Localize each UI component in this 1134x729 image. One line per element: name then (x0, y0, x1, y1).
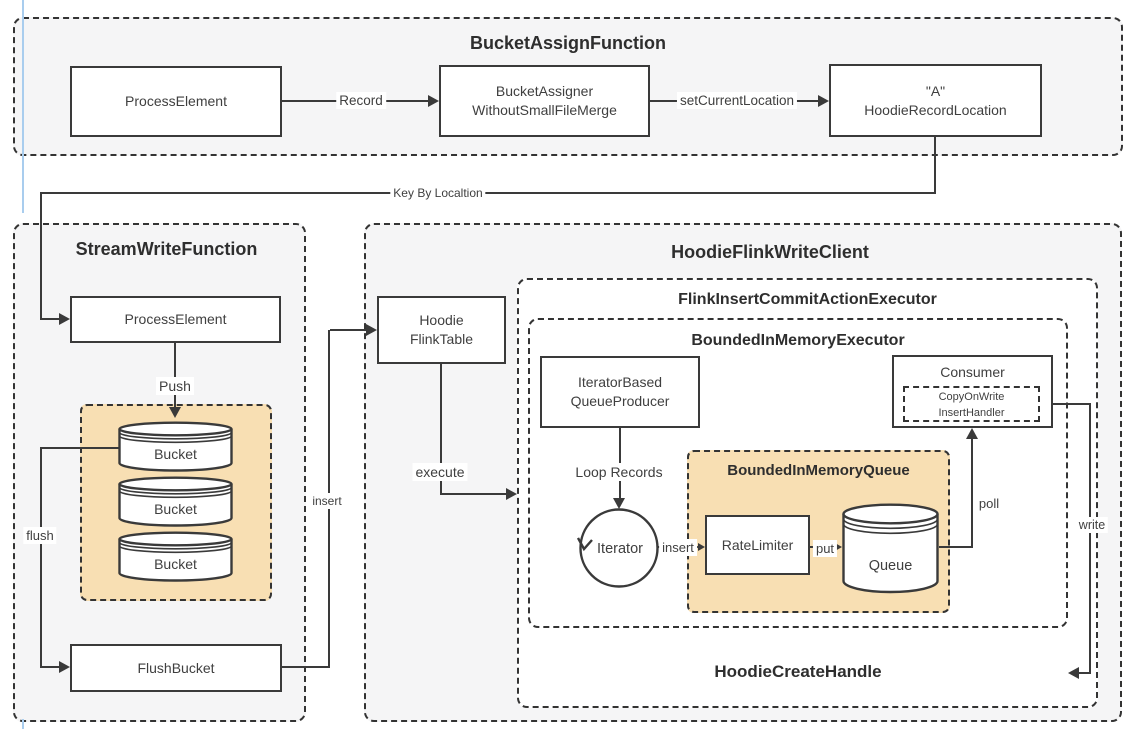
edge-flush-line-h1 (41, 447, 119, 449)
flush-bucket-label: FlushBucket (137, 659, 215, 676)
edge-keyby-line-v1 (934, 137, 936, 194)
edge-poll-line-v (971, 437, 973, 548)
edge-looprecords-label: Loop Records (572, 463, 666, 481)
queue-label: Queue (869, 558, 913, 574)
hoodie-record-location-box: "A" HoodieRecordLocation (829, 64, 1042, 137)
record-location-line2: HoodieRecordLocation (864, 101, 1007, 118)
process-element-label: ProcessElement (124, 311, 227, 328)
copy-on-write-insert-handler-box: CopyOnWrite InsertHandler (903, 386, 1040, 422)
bucket-assigner-line1: BucketAssigner (495, 83, 594, 100)
edge-keyby-line-h1 (40, 192, 936, 194)
handler-line1: CopyOnWrite (938, 391, 1005, 403)
edge-write-line-h2 (1078, 672, 1091, 674)
rate-limiter-label: RateLimiter (721, 536, 794, 553)
handler-line2: InsertHandler (938, 406, 1005, 419)
hoodie-create-handle-title: HoodieCreateHandle (714, 662, 882, 681)
flush-bucket-box: FlushBucket (70, 644, 282, 692)
edge-flush-label: flush (23, 527, 57, 544)
flink-table-line1: Hoodie (419, 312, 464, 329)
queue-cylinder: Queue (842, 503, 939, 600)
edge-keyby-line-h2 (42, 318, 59, 320)
edge-insert-line-h2 (330, 329, 366, 331)
queue-producer-line1: IteratorBased (577, 374, 663, 391)
edge-execute-line-v (440, 364, 442, 495)
edge-push-arrow (169, 407, 181, 418)
edge-flush-line-v (40, 447, 42, 668)
guide-line-tick (22, 719, 24, 729)
flink-table-line2: FlinkTable (409, 331, 474, 347)
bucket-assign-function-title: BucketAssignFunction (469, 33, 666, 53)
edge-poll-line-h (939, 546, 973, 548)
edge-insertqueue-label: insert (659, 539, 697, 556)
bucket-label: Bucket (154, 501, 197, 517)
bucket-cylinder-icon: Bucket (118, 476, 233, 527)
edge-write-label: write (1075, 517, 1109, 533)
edge-flush-arrow (59, 661, 70, 673)
bucket-label: Bucket (154, 556, 197, 572)
process-element-box-stream: ProcessElement (70, 296, 281, 343)
process-element-label: ProcessElement (125, 93, 227, 110)
edge-poll-label: poll (975, 495, 1003, 512)
edge-looprecords-arrow (613, 498, 625, 509)
bucket-cylinder-1: Bucket (118, 421, 233, 478)
edge-execute-arrow (506, 488, 517, 500)
bucket-assigner-box: BucketAssigner WithoutSmallFileMerge (439, 65, 650, 137)
record-location-line1: "A" (925, 82, 946, 99)
bucket-assigner-line2: WithoutSmallFileMerge (472, 102, 617, 118)
consumer-box: Consumer (892, 355, 1053, 428)
stream-write-function-title: StreamWriteFunction (75, 239, 258, 259)
bucket-cylinder-3: Bucket (118, 531, 233, 588)
edge-poll-arrow (966, 428, 978, 439)
edge-keyby-label: Key By Localtion (390, 185, 486, 201)
iterator-label: Iterator (597, 541, 643, 557)
hoodie-flink-table-box: Hoodie FlinkTable (377, 296, 506, 364)
flink-insert-commit-action-executor-title: FlinkInsertCommitActionExecutor (678, 291, 937, 308)
edge-write-line-h1 (1053, 403, 1091, 405)
edge-record-arrow (428, 95, 439, 107)
queue-producer-line2: QueueProducer (570, 393, 670, 409)
edge-insertqueue-arrow (698, 543, 705, 551)
edge-setcurrentlocation-arrow (818, 95, 829, 107)
guide-line-vertical (22, 0, 24, 213)
bucket-cylinder-icon: Bucket (118, 421, 233, 472)
edge-flush-line-h2 (42, 666, 59, 668)
edge-write-arrow (1068, 667, 1079, 679)
iterator-loop-icon: Iterator (576, 508, 659, 588)
edge-keyby-line-v2 (40, 192, 42, 320)
rate-limiter-box: RateLimiter (705, 515, 810, 575)
edge-write-line-v (1089, 403, 1091, 674)
bucket-cylinder-2: Bucket (118, 476, 233, 533)
bucket-cylinder-icon: Bucket (118, 531, 233, 582)
edge-insert-label: insert (309, 493, 345, 509)
edge-put-label: put (812, 540, 838, 557)
iterator-based-queue-producer-box: IteratorBased QueueProducer (540, 356, 700, 428)
edge-record-label: Record (336, 92, 386, 109)
edge-setcurrentlocation-label: setCurrentLocation (676, 92, 798, 109)
queue-cylinder-icon: Queue (842, 503, 939, 594)
bounded-in-memory-executor-title: BoundedInMemoryExecutor (691, 332, 905, 349)
edge-insert-arrow (366, 324, 377, 336)
edge-execute-label: execute (412, 463, 468, 481)
edge-insert-line-h1 (282, 666, 330, 668)
bounded-in-memory-queue-title: BoundedInMemoryQueue (727, 462, 910, 479)
edge-put-arrow (835, 543, 842, 551)
hoodie-flink-write-client-title: HoodieFlinkWriteClient (671, 242, 869, 262)
consumer-title: Consumer (940, 364, 1005, 380)
edge-push-label: Push (156, 377, 194, 395)
edge-keyby-arrow (59, 313, 70, 325)
process-element-box-top: ProcessElement (70, 66, 282, 137)
bucket-label: Bucket (154, 446, 197, 462)
loop-arrow-icon (576, 537, 593, 552)
edge-push-line (174, 343, 176, 408)
iterator-circle: Iterator (576, 506, 661, 595)
edge-execute-line-h (440, 493, 506, 495)
